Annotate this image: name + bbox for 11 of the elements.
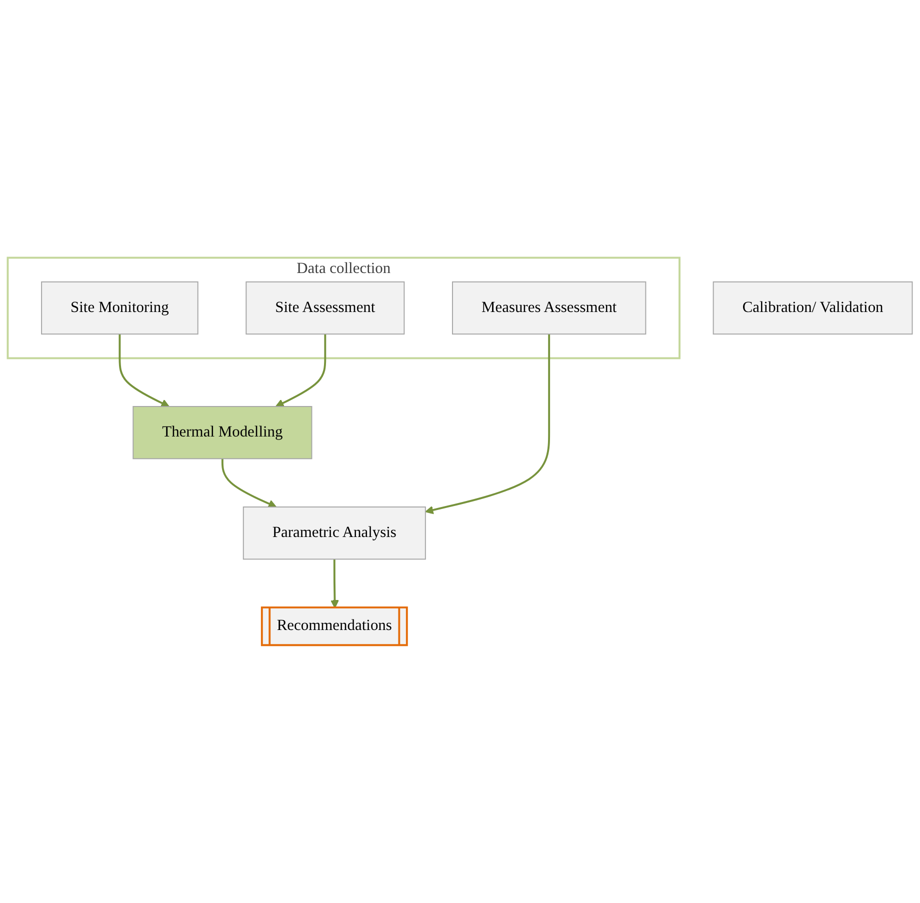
node-box: Parametric Analysis [242, 506, 426, 560]
arrow [275, 334, 326, 408]
node-box: Thermal Modelling [132, 406, 312, 460]
arrow [221, 458, 277, 508]
arrow [118, 334, 170, 408]
node-box: Site Monitoring [41, 281, 198, 335]
arrow [330, 559, 339, 608]
node-box: Calibration/ Validation [712, 281, 913, 335]
arrow [425, 334, 550, 514]
node-box: Measures Assessment [452, 281, 646, 335]
node-box: Site Assessment [246, 281, 405, 335]
